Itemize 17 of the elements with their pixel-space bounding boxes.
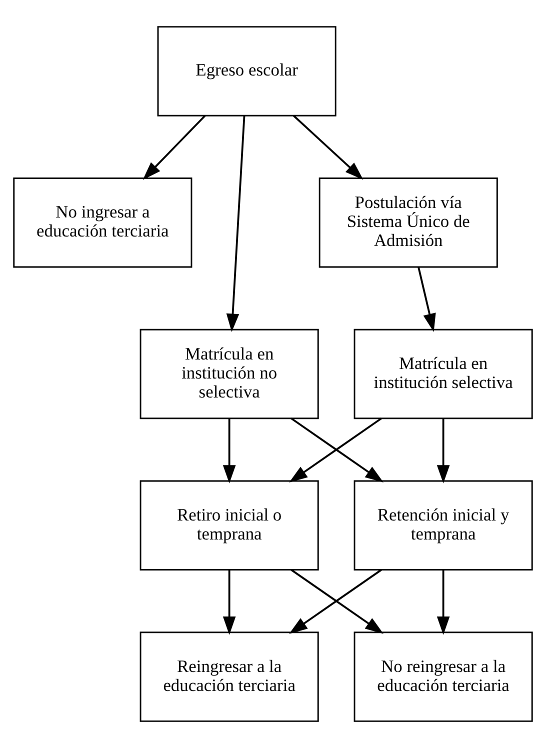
arrow xyxy=(436,418,450,484)
node-box: Retiro inicial o temprana xyxy=(140,480,319,571)
node-box: Reingresar a la educación terciaria xyxy=(140,632,319,722)
node-box: Retención inicial y temprana xyxy=(354,480,533,571)
node-box: No reingresar a la educación terciaria xyxy=(354,632,533,722)
arrow xyxy=(222,418,236,484)
node-box: Egreso escolar xyxy=(157,26,336,116)
arrow xyxy=(226,116,246,332)
node-box: Matrícula en institución selectiva xyxy=(354,328,533,420)
arrow xyxy=(436,570,450,635)
arrow xyxy=(292,114,364,180)
node-box: Matrícula en institución no selectiva xyxy=(140,328,319,420)
arrow xyxy=(142,114,206,180)
node-box: No ingresar a educación terciaria xyxy=(13,177,192,268)
node-box: Postulación vía Sistema Único de Admisión xyxy=(318,177,498,268)
arrow xyxy=(418,266,436,332)
arrow xyxy=(222,570,236,635)
